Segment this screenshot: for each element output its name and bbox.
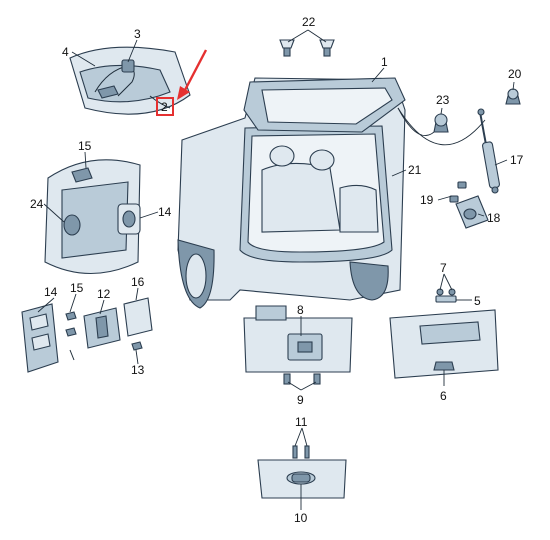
label-16: 16	[131, 275, 145, 289]
label-23: 23	[436, 93, 450, 107]
label-6: 6	[440, 389, 447, 403]
vehicle-rear-view	[177, 77, 486, 309]
label-11: 11	[295, 415, 308, 429]
bracket-18	[449, 181, 489, 229]
label-24: 24	[30, 197, 44, 211]
label-12: 12	[97, 287, 111, 301]
part-labels: 22 1 20 23 17 21 19 18 3 4 2 15 24 14 14…	[30, 15, 524, 525]
inset-hinge-detail	[69, 46, 191, 115]
highlight-box-part-2	[156, 97, 174, 116]
label-15-upper: 15	[78, 139, 92, 153]
highlight-callout	[156, 49, 208, 116]
lock-assembly-8	[243, 305, 353, 385]
label-8: 8	[297, 303, 304, 317]
label-18: 18	[487, 211, 501, 225]
label-4: 4	[62, 45, 69, 59]
label-19: 19	[420, 193, 434, 207]
label-14-upper: 14	[158, 205, 172, 219]
ball-pin-23	[433, 113, 449, 133]
stop-buffers-22	[279, 39, 335, 57]
striker-10	[257, 445, 347, 499]
label-3: 3	[134, 27, 141, 41]
leader-lines	[37, 29, 515, 510]
striker-assembly-5-6	[389, 288, 499, 379]
label-21: 21	[408, 163, 422, 177]
label-14-lower: 14	[44, 285, 58, 299]
label-17: 17	[510, 153, 524, 167]
label-9: 9	[297, 393, 304, 407]
label-22: 22	[302, 15, 316, 29]
label-7: 7	[440, 261, 447, 275]
label-5: 5	[474, 294, 481, 308]
hinge-parts-group	[21, 297, 153, 373]
inset-pillar-detail	[44, 159, 141, 274]
label-15-lower: 15	[70, 281, 84, 295]
label-13: 13	[131, 363, 145, 377]
label-20: 20	[508, 67, 522, 81]
label-2: 2	[161, 100, 168, 114]
gas-strut-17	[477, 108, 500, 194]
label-10: 10	[294, 511, 308, 525]
ball-pin-20	[505, 88, 521, 105]
label-1: 1	[381, 55, 388, 69]
